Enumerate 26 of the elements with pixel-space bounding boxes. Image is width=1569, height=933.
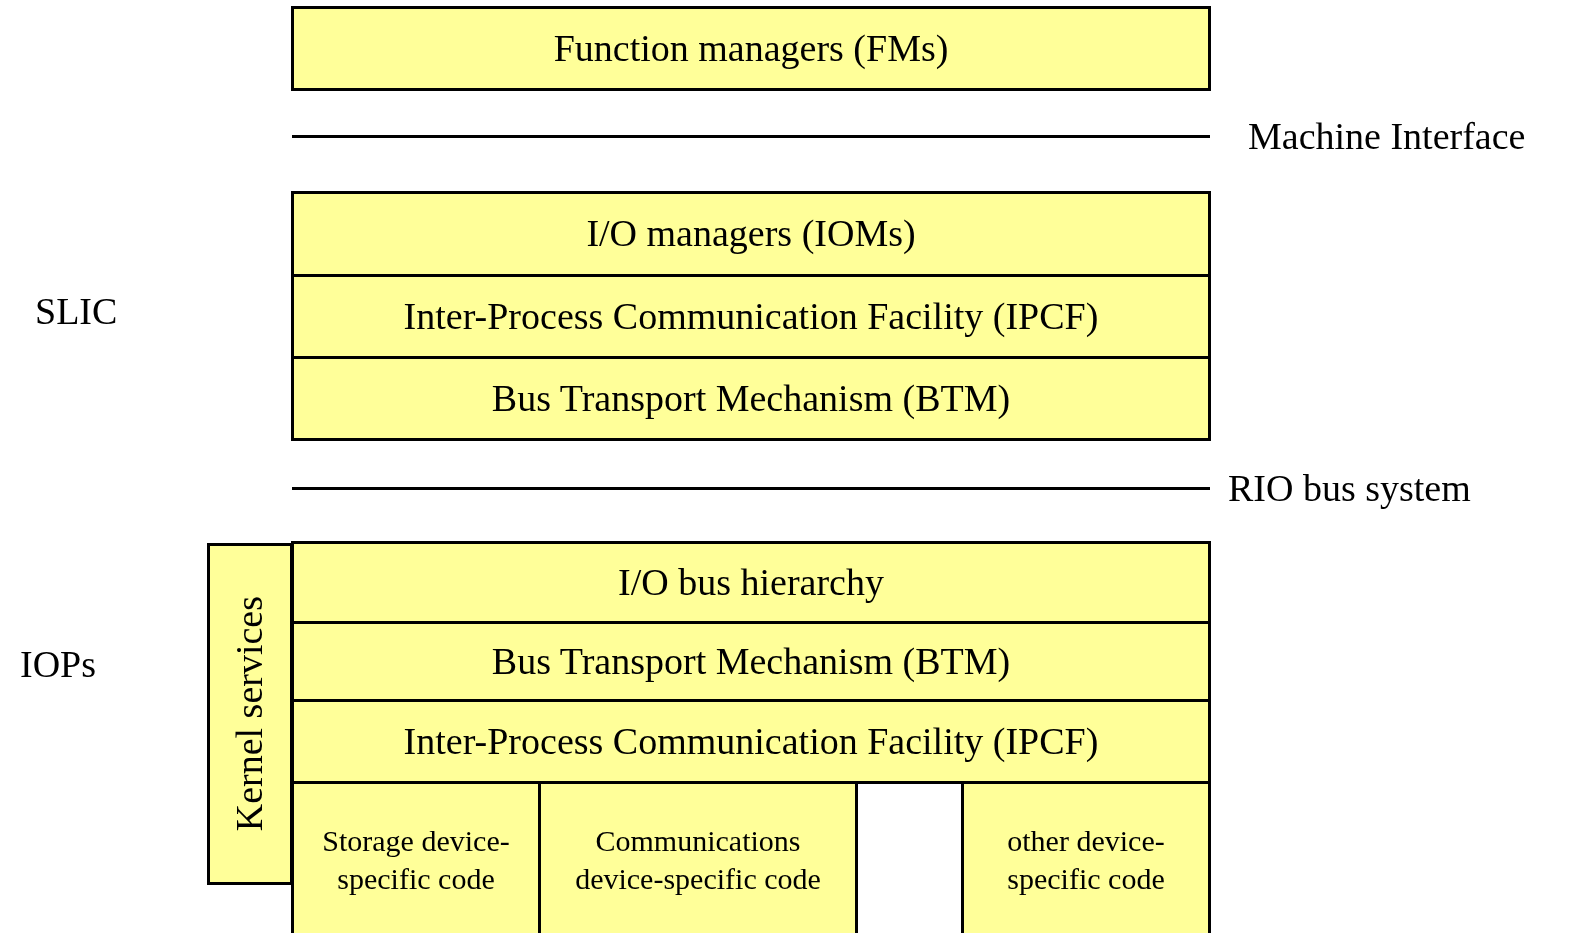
layer-box (291, 191, 1211, 277)
layer-box (291, 6, 1211, 91)
layer-label: Bus Transport Mechanism (BTM) (491, 375, 1011, 421)
vertical-box (207, 543, 293, 885)
layer-box (291, 356, 1211, 441)
layer-box (291, 699, 1211, 784)
layer-group-label: SLIC (35, 292, 118, 330)
code-box (538, 781, 858, 933)
code-box (291, 781, 541, 933)
layer-label: Inter-Process Communication Facility (IPCF) (403, 293, 1099, 339)
layer-label: Inter-Process Communication Facility (IPCF) (403, 718, 1099, 764)
bus-label: RIO bus system (1228, 469, 1471, 507)
layer-label: I/O bus hierarchy (618, 559, 884, 605)
layer-label: other device-specific code (1006, 823, 1166, 897)
layer-group-label: IOPs (20, 645, 97, 683)
layer-label: Function managers (FMs) (553, 25, 949, 71)
layer-label: Kernel services (227, 596, 272, 832)
layer-label: I/O managers (IOMs) (586, 211, 916, 257)
layer-box (291, 274, 1211, 359)
layer-box (291, 541, 1211, 624)
layer-label: Communications device-specific code (574, 823, 822, 897)
layer-box (291, 621, 1211, 702)
layer-label: Storage device-specific code (321, 823, 511, 897)
code-box (961, 781, 1211, 933)
layer-label: Bus Transport Mechanism (BTM) (491, 638, 1011, 684)
interface-label: Machine Interface (1248, 117, 1526, 155)
